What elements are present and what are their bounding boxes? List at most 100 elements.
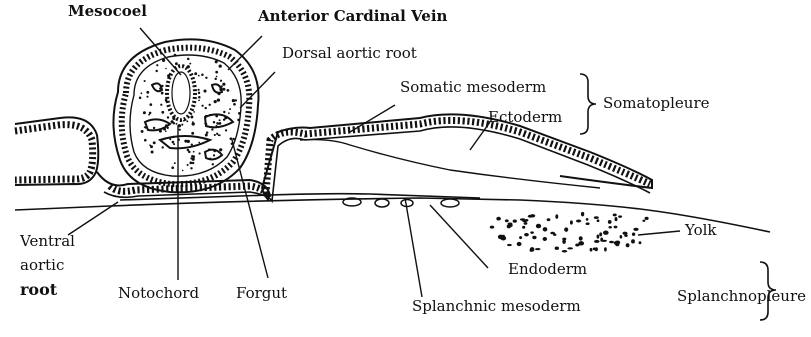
label-yolk: Yolk [685, 223, 717, 238]
stipple-dot [183, 120, 185, 122]
stipple-dot [149, 144, 151, 146]
label-anterior-cardinal-vein: Anterior Cardinal Vein [258, 9, 447, 24]
stipple-dot [225, 129, 227, 131]
stipple-dot [218, 134, 220, 136]
label-splanchnic-mesoderm: Splanchnic mesoderm [412, 299, 581, 314]
stipple-dot [176, 123, 178, 125]
stipple-dot [170, 120, 173, 123]
stipple-dot [213, 149, 216, 152]
stipple-dot [217, 98, 220, 101]
stipple-dot [144, 139, 147, 142]
yolk-granule [595, 247, 598, 251]
stipple-dot [193, 111, 195, 113]
stipple-dot [162, 59, 165, 62]
stipple-dot [208, 148, 210, 150]
stipple-dot [139, 97, 142, 100]
yolk-granule [490, 226, 494, 229]
stipple-dot [165, 130, 167, 132]
yolk-granule [604, 247, 607, 251]
yolk-granules [490, 212, 649, 253]
yolk-granule [507, 244, 512, 246]
stipple-dot [220, 80, 222, 82]
stipple-dot [187, 58, 190, 61]
stipple-dot [192, 155, 195, 158]
stipple-dot [169, 138, 171, 140]
yolk-granule [597, 219, 600, 222]
yolk-granule [618, 215, 622, 217]
stipple-dot [141, 130, 144, 133]
yolk-granule [547, 218, 551, 221]
stipple-dot [184, 147, 186, 149]
label-ventral: Ventral [20, 234, 75, 249]
stipple-dot [214, 100, 217, 103]
stipple-dot [144, 80, 146, 82]
stipple-dot [213, 121, 215, 123]
yolk-granule [524, 222, 528, 225]
stipple-dot [229, 108, 231, 110]
yolk-granule [622, 232, 627, 235]
stipple-dot [219, 148, 222, 151]
stipple-dot [160, 104, 162, 106]
stipple-dot [215, 71, 218, 74]
stipple-dot [222, 88, 225, 91]
yolk-granule [519, 236, 522, 239]
stipple-dot [174, 162, 176, 164]
yolk-granule [562, 250, 568, 252]
yolk-granule [543, 237, 547, 241]
stipple-dot [190, 116, 193, 119]
stipple-dot [209, 158, 212, 161]
yolk-granule [530, 214, 535, 217]
yolk-granule [496, 217, 501, 221]
label-notochord: Notochord [118, 286, 199, 301]
stipple-dot [233, 103, 236, 106]
stipple-dot [238, 112, 241, 115]
stipple-dot [172, 141, 175, 144]
stipple-dot [162, 146, 164, 148]
stipple-dot [187, 65, 190, 68]
stipple-dot [219, 119, 221, 121]
yolk-granule [645, 217, 649, 220]
endoderm-line [15, 198, 770, 232]
yolk-granule [626, 243, 630, 247]
stipple-dot [209, 104, 211, 106]
stipple-dot [206, 131, 208, 133]
yolk-granule [594, 240, 600, 243]
stipple-dot [182, 170, 184, 172]
stipple-dot [201, 74, 204, 77]
stipple-dot [159, 130, 162, 133]
stipple-dot [192, 121, 194, 123]
stipple-dot [163, 128, 166, 131]
yolk-granule [615, 217, 618, 221]
stipple-dot [230, 137, 233, 140]
stipple-dot [215, 60, 218, 63]
yolk-granule [579, 236, 583, 240]
stipple-dot [205, 107, 207, 109]
yolk-granule [520, 218, 526, 220]
stipple-dot [161, 92, 164, 95]
stipple-dot [216, 133, 218, 135]
stipple-dot [204, 122, 206, 124]
yolk-granule [532, 236, 536, 239]
ectoderm-cells-left [15, 125, 93, 180]
stipple-dot [235, 99, 237, 101]
yolk-granule [530, 231, 534, 233]
leader-lines [68, 28, 680, 297]
stipple-dot [216, 76, 218, 78]
yolk-granule [586, 218, 589, 221]
yolk-granule [505, 219, 509, 222]
stipple-dot [192, 162, 194, 164]
yolk-granule [600, 237, 603, 241]
yolk-granule [590, 248, 593, 252]
stipple-dot [175, 62, 178, 65]
stipple-dot [191, 132, 194, 135]
stipple-dot [187, 140, 190, 143]
stipple-dot [153, 127, 155, 129]
yolk-granule [608, 226, 612, 229]
stipple-dot [146, 91, 149, 94]
yolk-granule [620, 235, 623, 239]
stipple-dot [213, 114, 215, 116]
somatopleure-brace [580, 74, 596, 134]
yolk-granule [555, 246, 559, 249]
stipple-dot [153, 141, 156, 144]
stipple-dot [213, 154, 215, 156]
